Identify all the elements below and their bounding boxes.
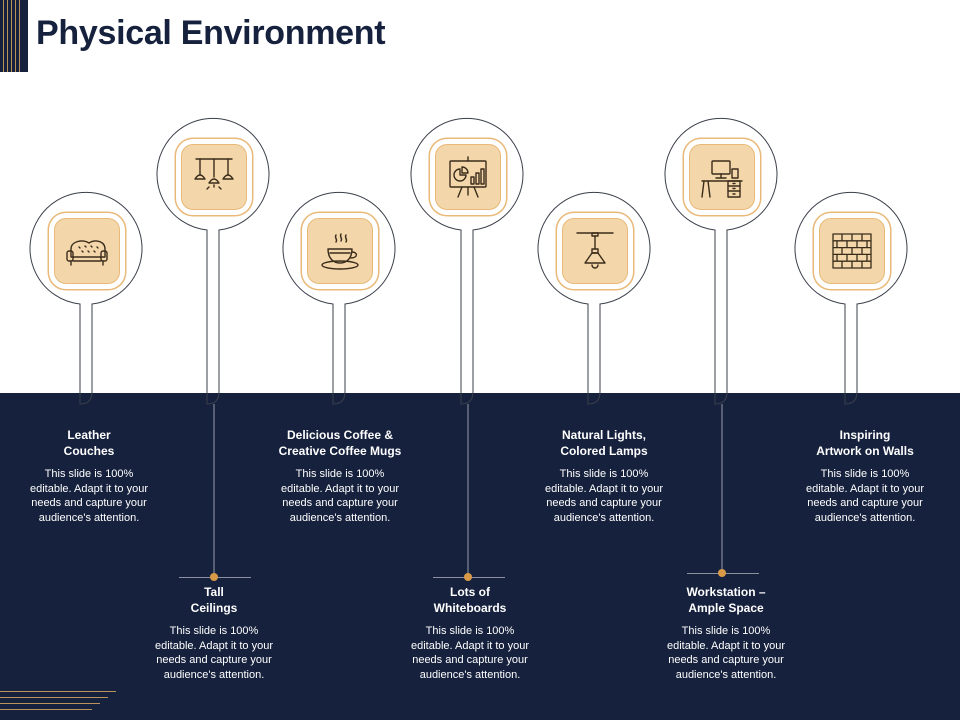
item-coffee-mugs: Delicious Coffee & Creative Coffee Mugs T… <box>255 427 425 525</box>
corner-lines <box>0 688 116 720</box>
connector-dot <box>718 569 726 577</box>
item-body: This slide is 100% <box>295 468 385 480</box>
item-body: editable. Adapt it to your <box>280 482 400 495</box>
item-body: needs and capture your <box>282 497 398 509</box>
item-body: audience's attention. <box>289 511 391 524</box>
dark-band <box>0 393 960 720</box>
hanging-lamp-icon-box <box>562 218 628 284</box>
item-body: audience's attention. <box>675 668 777 681</box>
item-body: This slide is 100% <box>44 468 134 480</box>
item-title: Artwork on Walls <box>816 444 914 458</box>
item-title: Lots of <box>450 585 490 599</box>
item-title: Delicious Coffee & <box>286 428 394 442</box>
corner-accent <box>0 0 28 72</box>
item-body: needs and capture your <box>31 497 147 509</box>
whiteboard-icon <box>449 156 487 198</box>
item-workstation: Workstation – Ample Space This slide is 1… <box>651 584 801 682</box>
connector-dot <box>464 573 472 581</box>
coffee-cup-icon-box <box>307 218 373 284</box>
item-body: This slide is 100% <box>425 625 515 637</box>
item-body: needs and capture your <box>668 654 784 666</box>
hanging-lamp-icon <box>576 232 614 269</box>
item-body: editable. Adapt it to your <box>666 639 786 652</box>
item-body: This slide is 100% <box>559 468 649 480</box>
item-body: editable. Adapt it to your <box>29 482 149 495</box>
item-body: audience's attention. <box>419 668 521 681</box>
item-body: needs and capture your <box>156 654 272 666</box>
brick-wall-icon-box <box>819 218 885 284</box>
item-body: This slide is 100% <box>681 625 771 637</box>
couch-icon <box>66 240 108 266</box>
item-title: Leather <box>67 428 111 442</box>
couch-icon-box <box>54 218 120 284</box>
ceiling-lamps-icon <box>194 158 234 190</box>
coffee-cup-icon <box>321 233 359 270</box>
item-title: Whiteboards <box>433 601 507 615</box>
item-body: editable. Adapt it to your <box>805 482 925 495</box>
item-title: Tall <box>204 585 224 599</box>
item-body: editable. Adapt it to your <box>154 639 274 652</box>
item-body: This slide is 100% <box>820 468 910 480</box>
workstation-icon-box <box>689 144 755 210</box>
page-title: Physical Environment <box>36 14 386 52</box>
item-title: Inspiring <box>839 428 891 442</box>
item-title: Ceilings <box>190 601 238 615</box>
item-body: needs and capture your <box>807 497 923 509</box>
workstation-icon <box>701 160 743 198</box>
item-whiteboards: Lots of Whiteboards This slide is 100% edi… <box>395 584 545 682</box>
item-body: editable. Adapt it to your <box>544 482 664 495</box>
item-title: Natural Lights, <box>561 428 646 442</box>
connector-dot <box>210 573 218 581</box>
item-body: audience's attention. <box>814 511 916 524</box>
item-body: needs and capture your <box>412 654 528 666</box>
whiteboard-icon-box <box>435 144 501 210</box>
item-title: Couches <box>63 444 115 458</box>
item-title: Creative Coffee Mugs <box>278 444 402 458</box>
item-body: This slide is 100% <box>169 625 259 637</box>
item-body: audience's attention. <box>163 668 265 681</box>
item-title: Colored Lamps <box>560 444 648 458</box>
item-body: audience's attention. <box>553 511 655 524</box>
item-body: editable. Adapt it to your <box>410 639 530 652</box>
item-body: audience's attention. <box>38 511 140 524</box>
brick-wall-icon <box>832 233 872 269</box>
ceiling-lamps-icon-box <box>181 144 247 210</box>
item-natural-lights: Natural Lights, Colored Lamps This slide … <box>529 427 679 525</box>
item-body: needs and capture your <box>546 497 662 509</box>
item-title: Workstation – <box>686 585 766 599</box>
item-title: Ample Space <box>688 601 764 615</box>
